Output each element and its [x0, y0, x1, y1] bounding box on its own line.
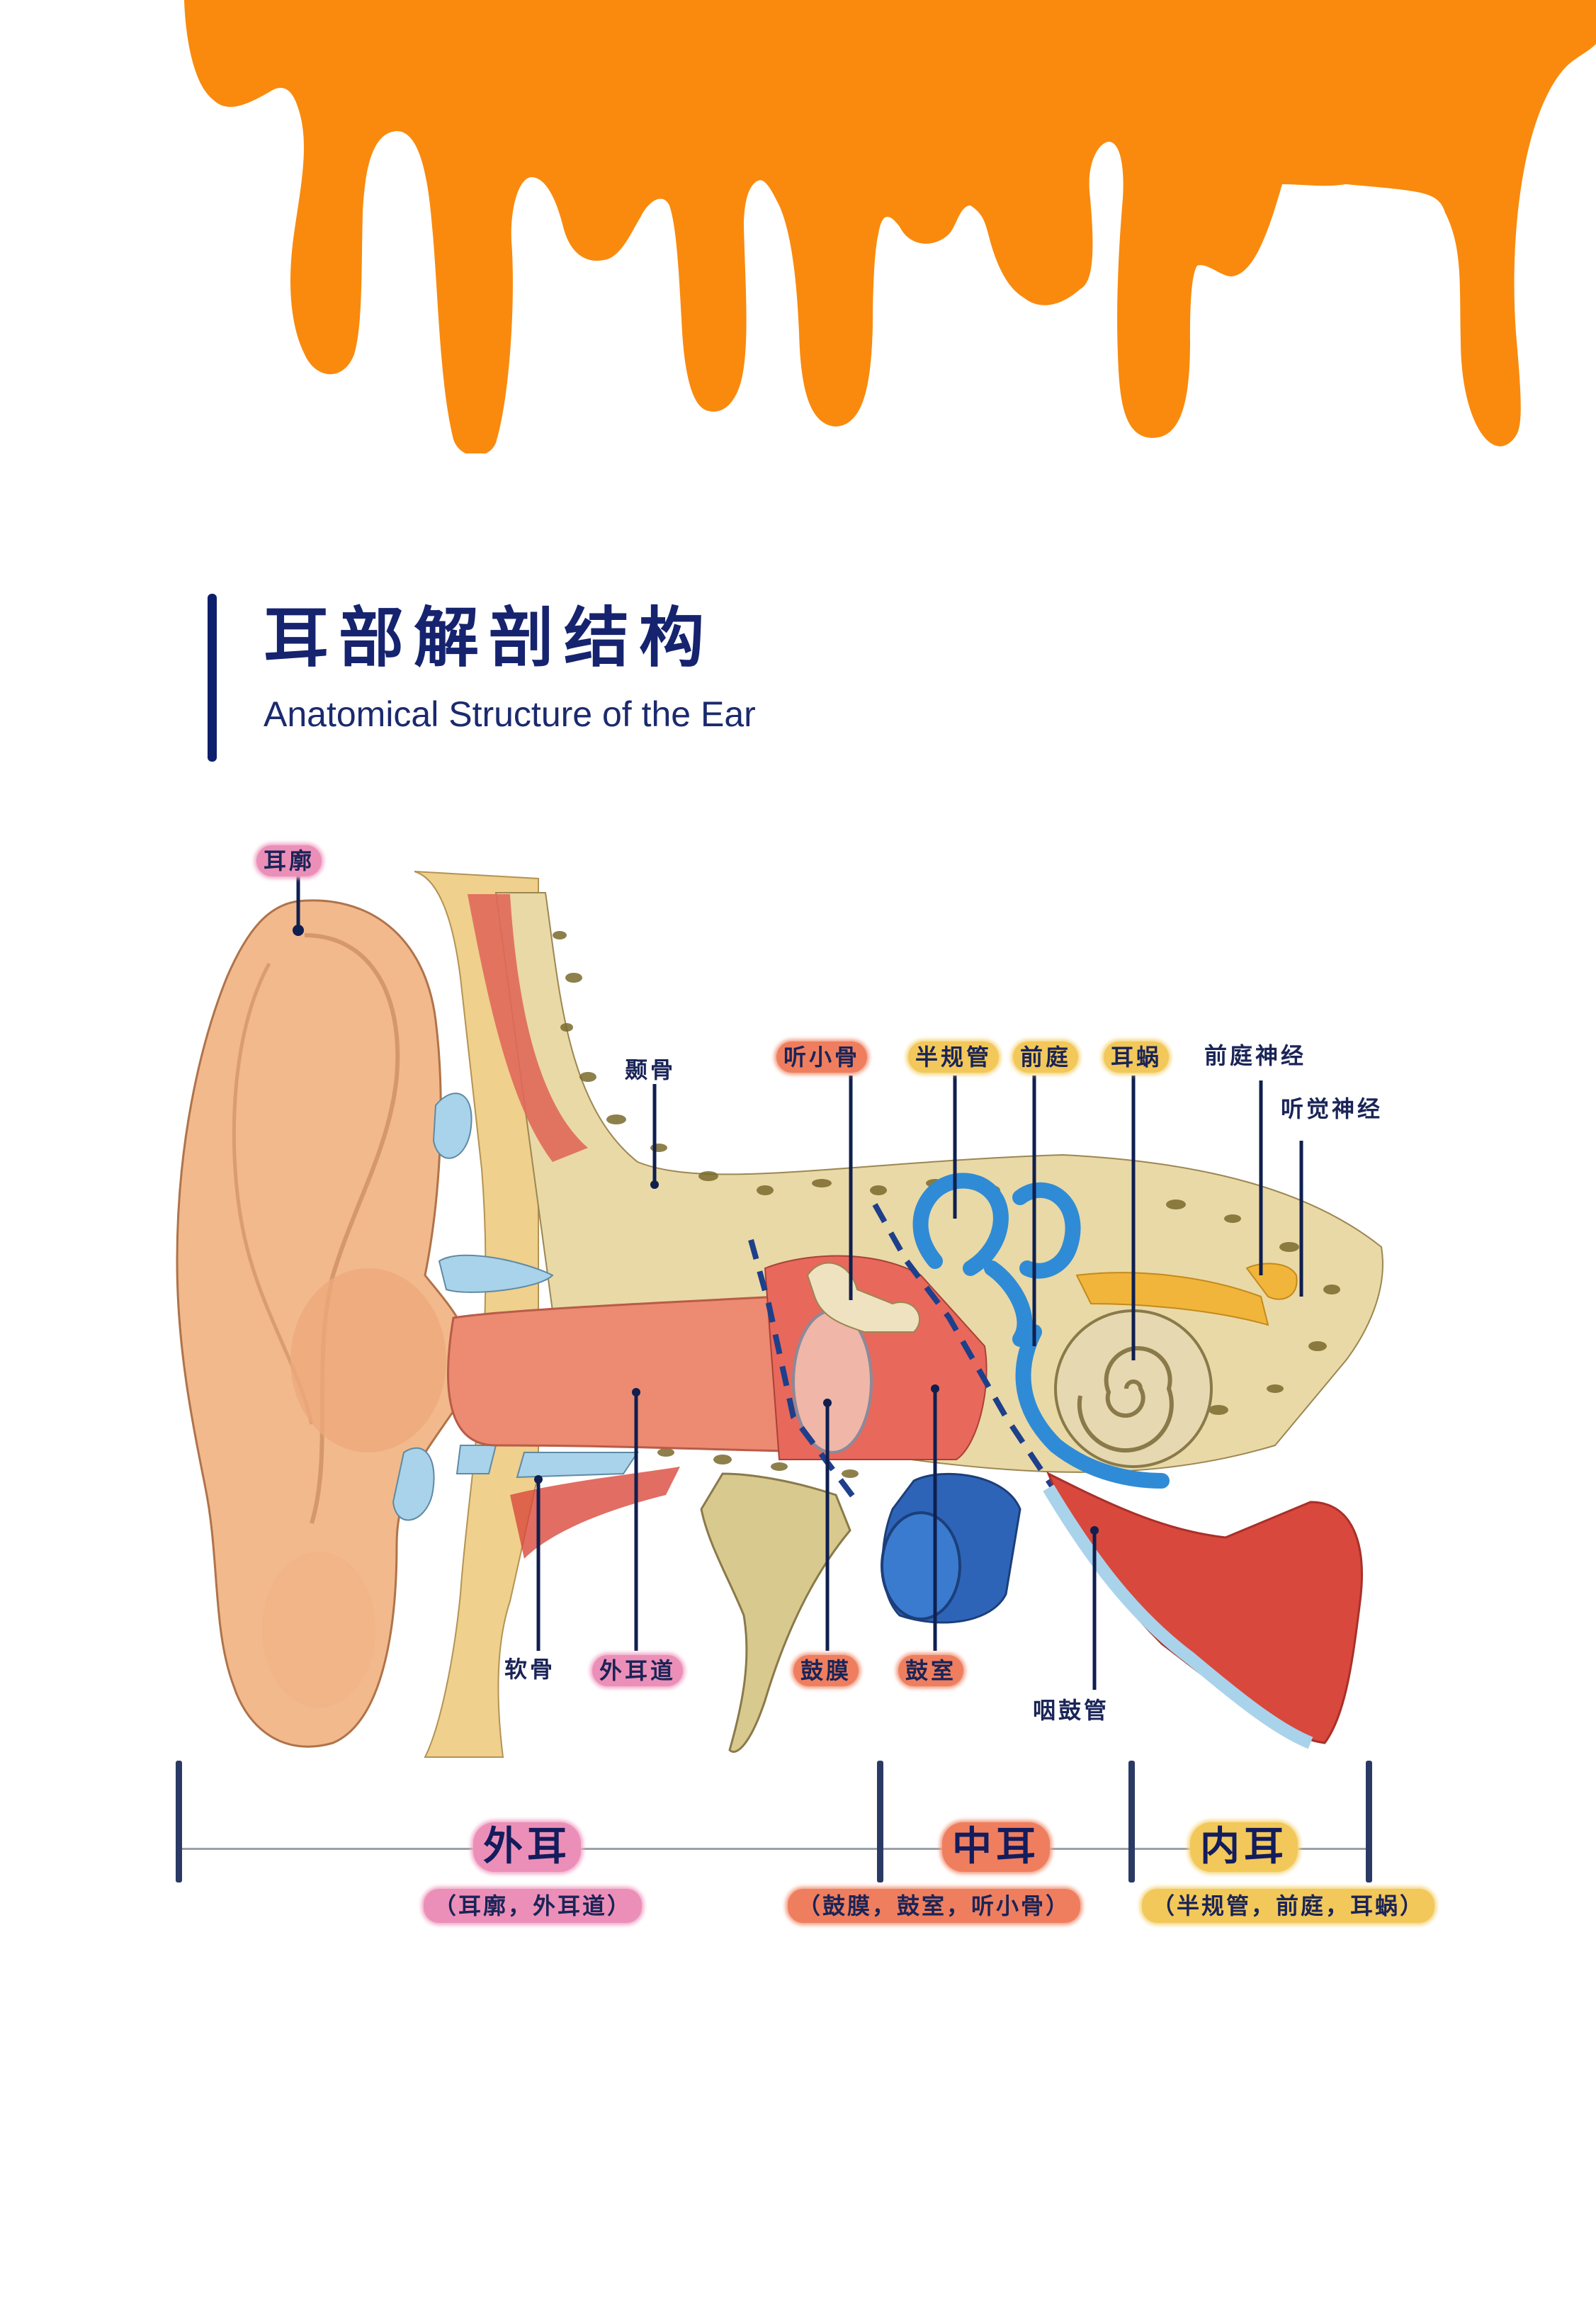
label-tympanic-membrane: 鼓膜 — [793, 1655, 859, 1686]
label-tympanic-cavity: 鼓室 — [898, 1655, 964, 1686]
section-tick-start — [176, 1761, 182, 1883]
outer-middle-divider — [748, 1238, 860, 1504]
ear-anatomy-illustration — [176, 871, 1383, 1758]
section-inner-ear-title: 内耳 — [1190, 1822, 1298, 1872]
skin-region — [414, 871, 539, 1758]
page-title-chinese: 耳部解剖结构 — [264, 600, 715, 676]
label-auricle: 耳廓 — [256, 845, 322, 876]
label-vestibule: 前庭 — [1013, 1042, 1079, 1073]
section-middle-ear-title: 中耳 — [942, 1822, 1050, 1872]
ossicles-shape — [806, 1262, 921, 1333]
leader-dots — [293, 925, 1099, 1535]
jaw-bone — [700, 1472, 851, 1753]
section-middle-ear-subtitle: （鼓膜，鼓室，听小骨） — [788, 1889, 1081, 1923]
jugular-vessel — [881, 1472, 1021, 1624]
cartilage-pocket — [392, 1447, 435, 1521]
temporal-muscle — [468, 894, 588, 1162]
label-cartilage: 软骨 — [504, 1656, 556, 1683]
concha — [290, 1268, 446, 1452]
cartilage-pocket — [438, 1254, 554, 1293]
nerve-bundle — [1075, 1272, 1269, 1326]
section-inner-ear-subtitle: （半规管，前庭，耳蜗） — [1142, 1889, 1435, 1923]
label-temporal-bone: 颞骨 — [625, 1056, 677, 1083]
cochlea-spiral — [1077, 1345, 1174, 1453]
label-eustachian-tube: 咽鼓管 — [1033, 1697, 1110, 1724]
label-auditory-nerve: 听觉神经 — [1281, 1095, 1383, 1122]
title-accent-bar — [208, 594, 217, 762]
cartilage-pocket — [516, 1452, 639, 1479]
section-tick-outer-middle — [877, 1761, 883, 1883]
earlobe — [262, 1552, 375, 1708]
label-ossicles: 听小骨 — [776, 1042, 868, 1073]
label-cochlea: 耳蜗 — [1104, 1042, 1170, 1073]
leader-lines — [296, 875, 1303, 1690]
cartilage-pocket — [432, 1093, 472, 1159]
eustachian-lining — [1043, 1484, 1313, 1749]
label-external-canal: 外耳道 — [592, 1655, 684, 1686]
antihelix — [232, 962, 314, 1425]
label-semicircular-canals: 半规管 — [908, 1042, 1000, 1073]
page-title-english: Anatomical Structure of the Ear — [264, 694, 756, 734]
label-vestibular-nerve: 前庭神经 — [1204, 1042, 1307, 1069]
orange-drip-header — [0, 0, 1596, 453]
section-axis-line — [179, 1848, 1369, 1850]
section-tick-end — [1366, 1761, 1372, 1883]
labyrinth — [912, 1173, 1170, 1489]
external-canal — [447, 1295, 873, 1454]
section-outer-ear-title: 外耳 — [473, 1822, 581, 1872]
section-tick-middle-inner — [1128, 1761, 1135, 1883]
cartilage-pocket — [455, 1445, 497, 1474]
section-outer-ear-subtitle: （耳廓，外耳道） — [424, 1889, 643, 1923]
